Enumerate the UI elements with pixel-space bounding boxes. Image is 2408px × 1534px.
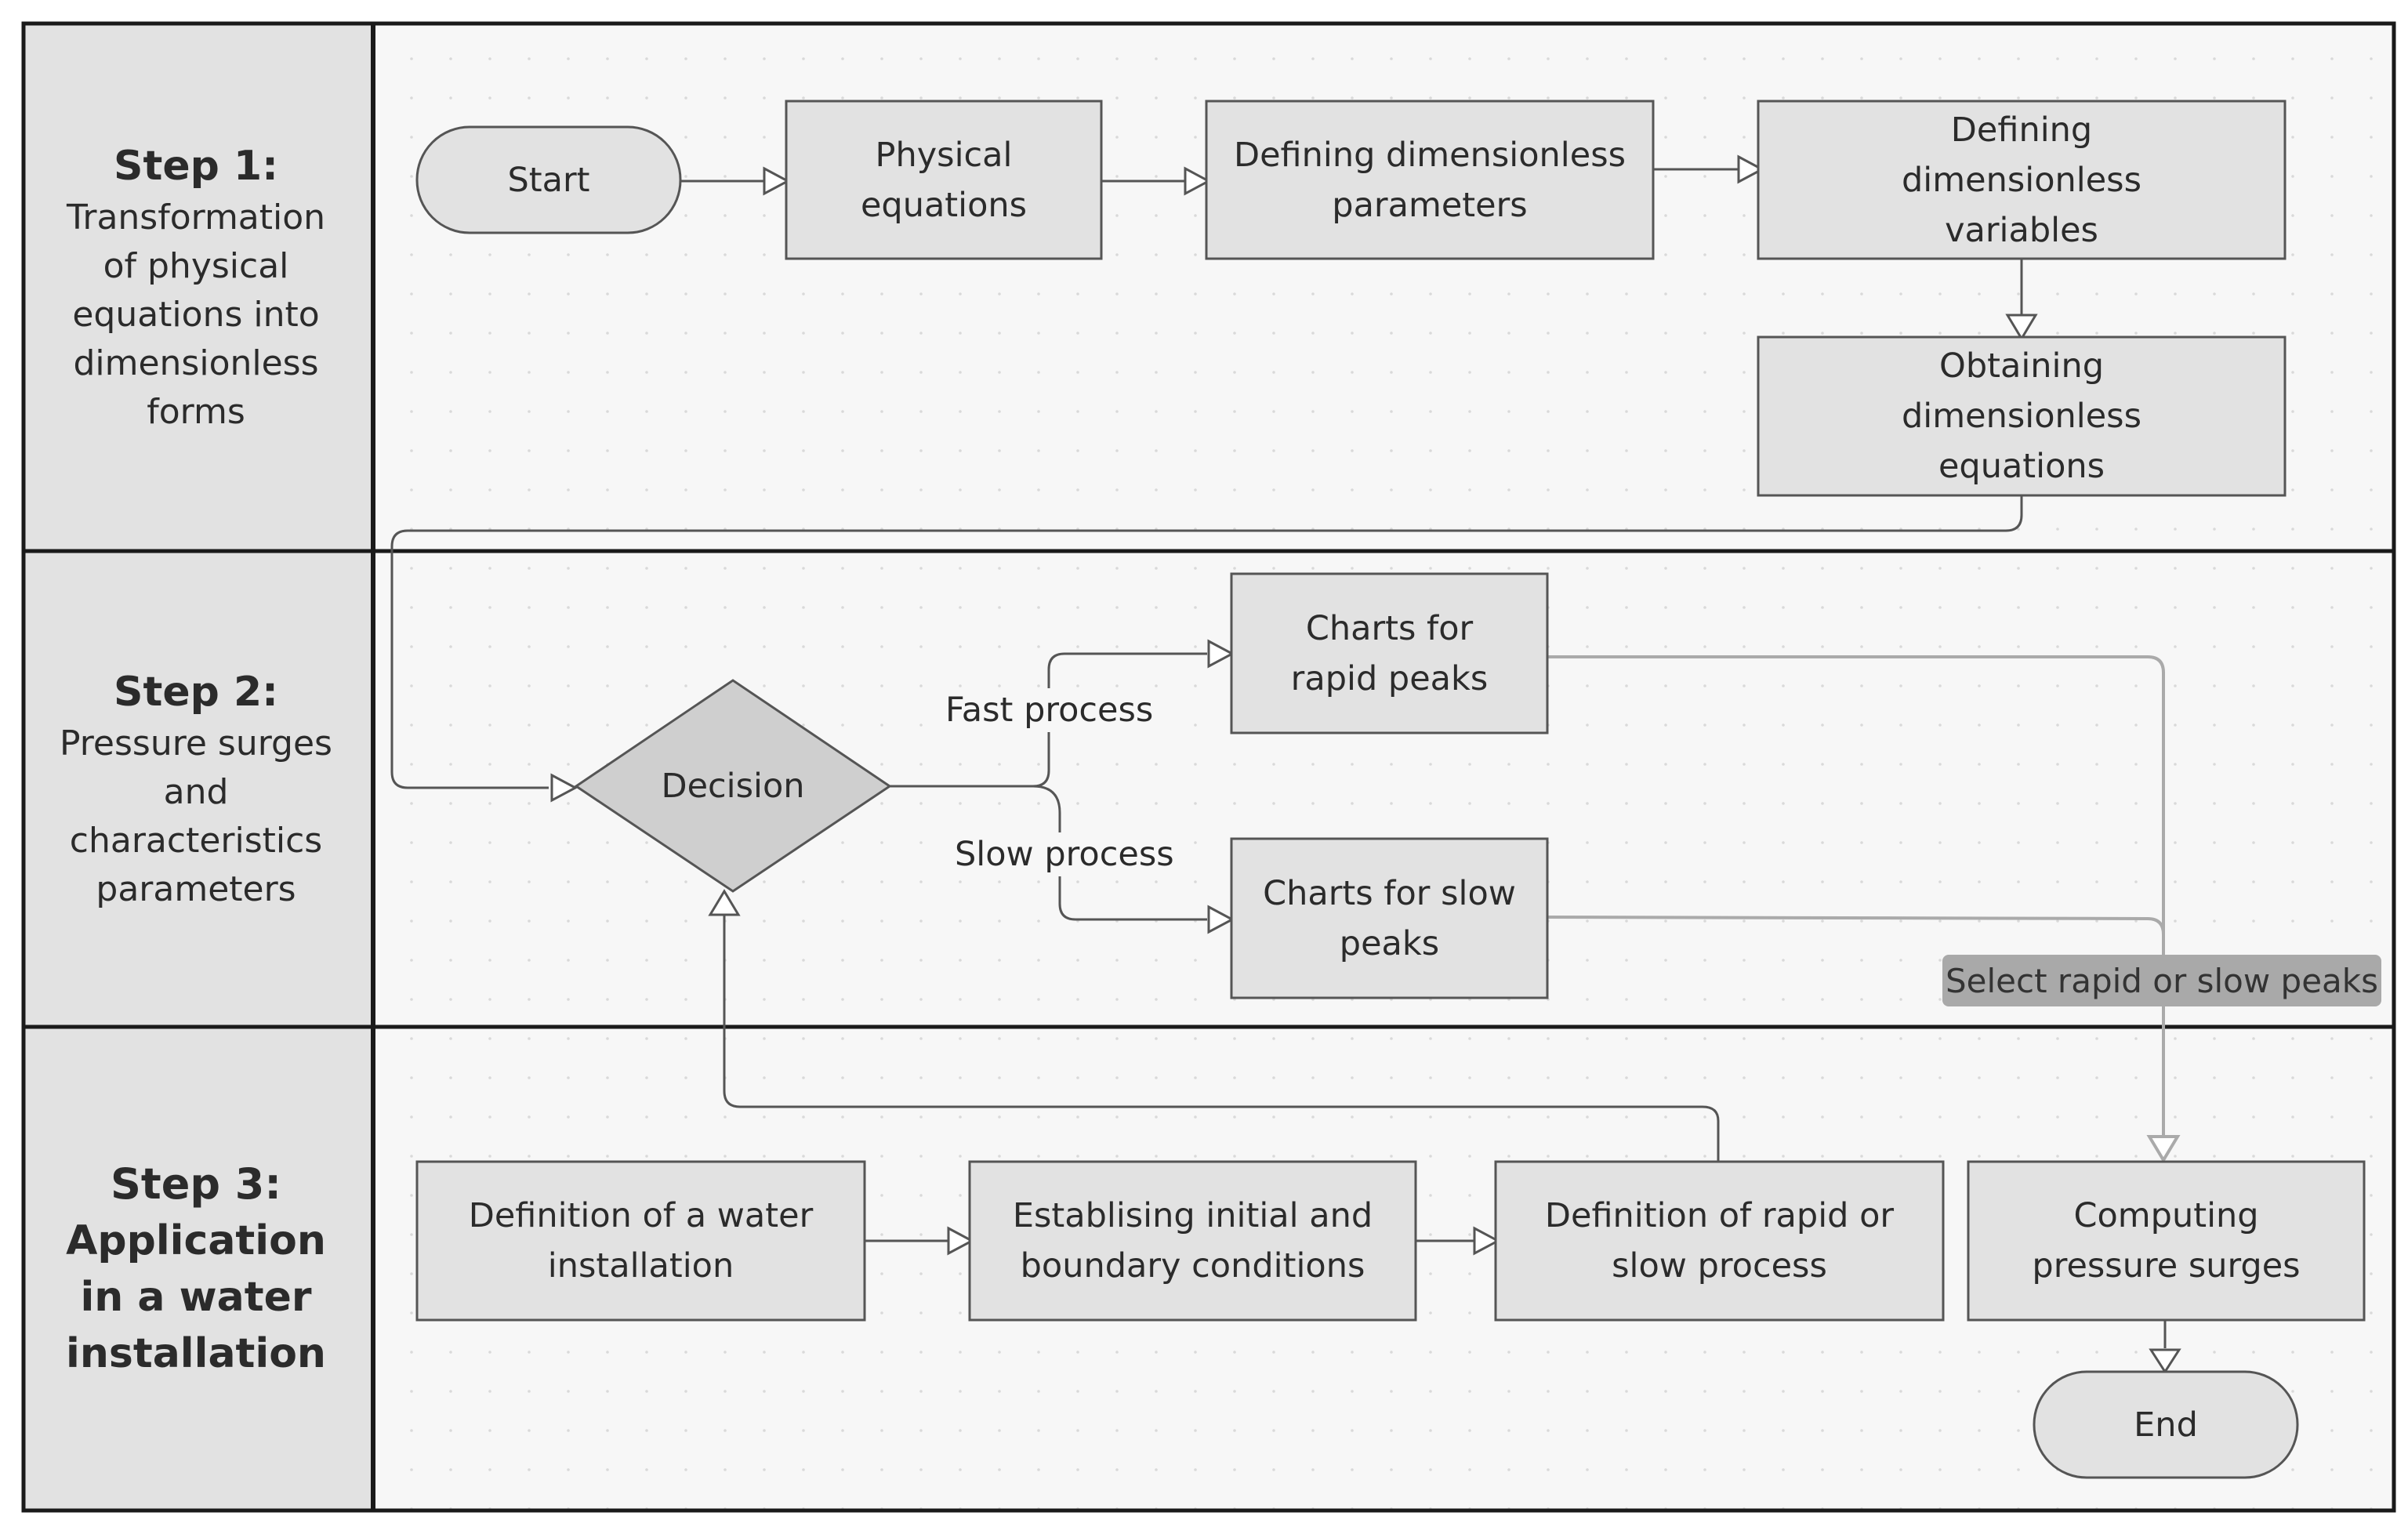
defining-variables-shape — [1757, 100, 2287, 260]
edge-slow-computing — [1547, 916, 2165, 941]
end-terminal-shape — [2033, 1370, 2299, 1479]
slow-process-label: Slow process — [950, 832, 1179, 876]
arrowhead — [1207, 905, 1235, 934]
defining-parameters-node[interactable]: Defining dimensionless parameters — [1233, 135, 1626, 225]
computing-surges-node[interactable]: Computing pressure surges — [2032, 1196, 2301, 1286]
end-node[interactable]: End — [2134, 1405, 2198, 1445]
charts-rapid-node[interactable]: Charts for rapid peaks — [1290, 608, 1489, 698]
charts-slow-shape — [1230, 837, 1549, 999]
defining-parameters-shape — [1205, 100, 1655, 260]
arrowhead — [1184, 166, 1212, 196]
fast-process-label: Fast process — [941, 688, 1159, 732]
start-node[interactable]: Start — [507, 160, 590, 200]
lane-1-description: Transformation of physical equations int… — [66, 197, 326, 432]
establishing-conditions-node[interactable]: Establising initial and boundary conditi… — [1012, 1196, 1373, 1286]
charts-slow-node[interactable]: Charts for slow peaks — [1263, 873, 1516, 963]
decision-diamond-shape — [574, 679, 892, 893]
arrowhead — [2146, 1135, 2181, 1163]
lane-3-label: Step 3: Application in a water installat… — [24, 1027, 368, 1510]
arrowhead — [1207, 639, 1235, 669]
definition-process-node[interactable]: Definition of rapid or slow process — [1544, 1196, 1895, 1286]
definition-installation-shape — [415, 1160, 866, 1322]
lane-2-step: Step 2: — [114, 668, 278, 716]
lane-3-step: Step 3: — [111, 1159, 281, 1209]
lane-header-column — [24, 24, 373, 1510]
start-terminal-shape — [415, 125, 682, 234]
lane-2-text: Step 2: Pressure surges and characterist… — [43, 665, 349, 914]
arrowhead — [2005, 314, 2038, 341]
decision-node[interactable]: Decision — [661, 766, 805, 806]
definition-installation-node[interactable]: Definition of a water installation — [468, 1196, 814, 1286]
lane-1-step: Step 1: — [114, 142, 278, 190]
arrowhead — [2149, 1348, 2181, 1374]
edge-rapid-computing — [1548, 655, 2165, 1137]
computing-surges-shape — [1967, 1160, 2366, 1322]
lane-2-label: Step 2: Pressure surges and characterist… — [24, 551, 368, 1027]
arrowhead — [550, 773, 578, 803]
lane-3-description: Application in a water installation — [66, 1217, 326, 1377]
definition-process-shape — [1494, 1160, 1945, 1322]
physical-equations-node[interactable]: Physical equations — [860, 135, 1028, 225]
arrowhead — [1473, 1226, 1501, 1256]
arrowhead — [947, 1226, 975, 1256]
defining-variables-node[interactable]: Defining dimensionless variables — [1902, 110, 2141, 250]
edge-obtaining-decision — [390, 495, 2023, 789]
arrowhead — [708, 889, 741, 916]
charts-rapid-shape — [1230, 572, 1549, 734]
lane-1-label: Step 1: Transformation of physical equat… — [24, 24, 368, 551]
establishing-conditions-shape — [968, 1160, 1417, 1322]
diagram-frame — [21, 21, 2396, 1513]
lane-2-description: Pressure surges and characteristics para… — [60, 723, 332, 909]
arrowhead — [763, 166, 791, 196]
edge-decision-slow — [1032, 785, 1207, 921]
obtaining-equations-node[interactable]: Obtaining dimensionless equations — [1902, 346, 2141, 486]
obtaining-equations-shape — [1757, 335, 2287, 497]
select-peaks-badge: Select rapid or slow peaks — [1942, 955, 2381, 1006]
edge-process-decision — [723, 913, 1720, 1162]
arrowhead — [1737, 154, 1765, 184]
physical-equations-shape — [785, 100, 1103, 260]
